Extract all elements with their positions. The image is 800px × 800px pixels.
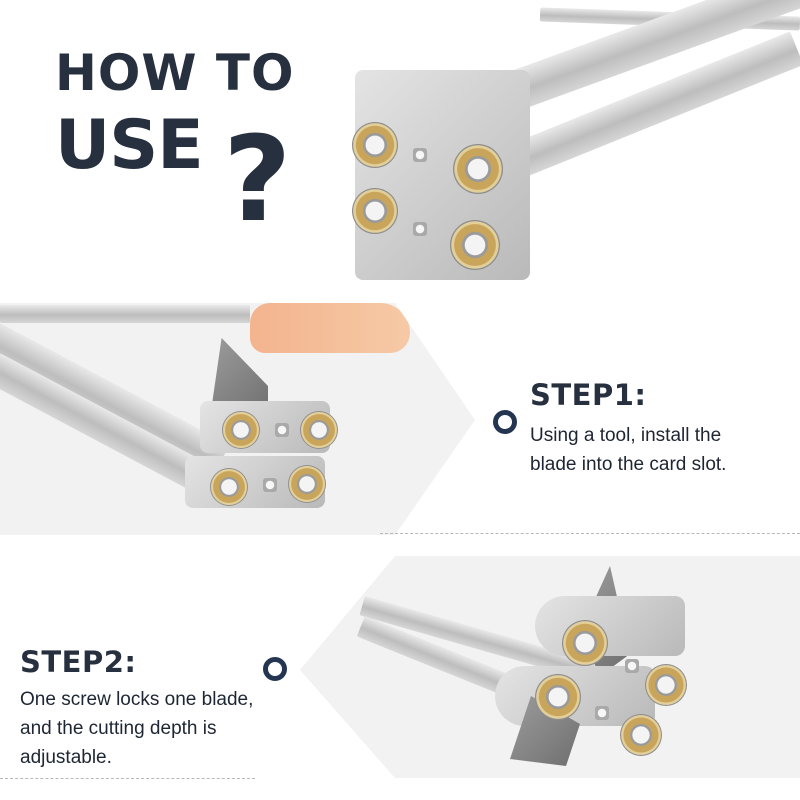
divider-dashed xyxy=(380,533,800,534)
step1-image-panel xyxy=(0,303,475,535)
step2-description: One screw locks one blade, and the cutti… xyxy=(20,689,254,768)
question-mark-icon: ? xyxy=(223,110,293,248)
step2-image-panel xyxy=(300,556,800,778)
divider-dashed-bottom xyxy=(0,778,255,779)
step1-description: Using a tool, install the blade into the… xyxy=(530,425,727,475)
title-line-1: HOW TO xyxy=(55,44,295,102)
hero-product-image xyxy=(340,0,800,290)
step1-bullet-icon xyxy=(493,410,517,434)
step2-bullet-icon xyxy=(263,657,287,681)
page-title: HOW TO USE ? xyxy=(55,44,295,238)
title-line-2: USE xyxy=(55,106,204,185)
step2-title: STEP2: xyxy=(20,645,137,679)
step1-title: STEP1: xyxy=(530,378,647,412)
